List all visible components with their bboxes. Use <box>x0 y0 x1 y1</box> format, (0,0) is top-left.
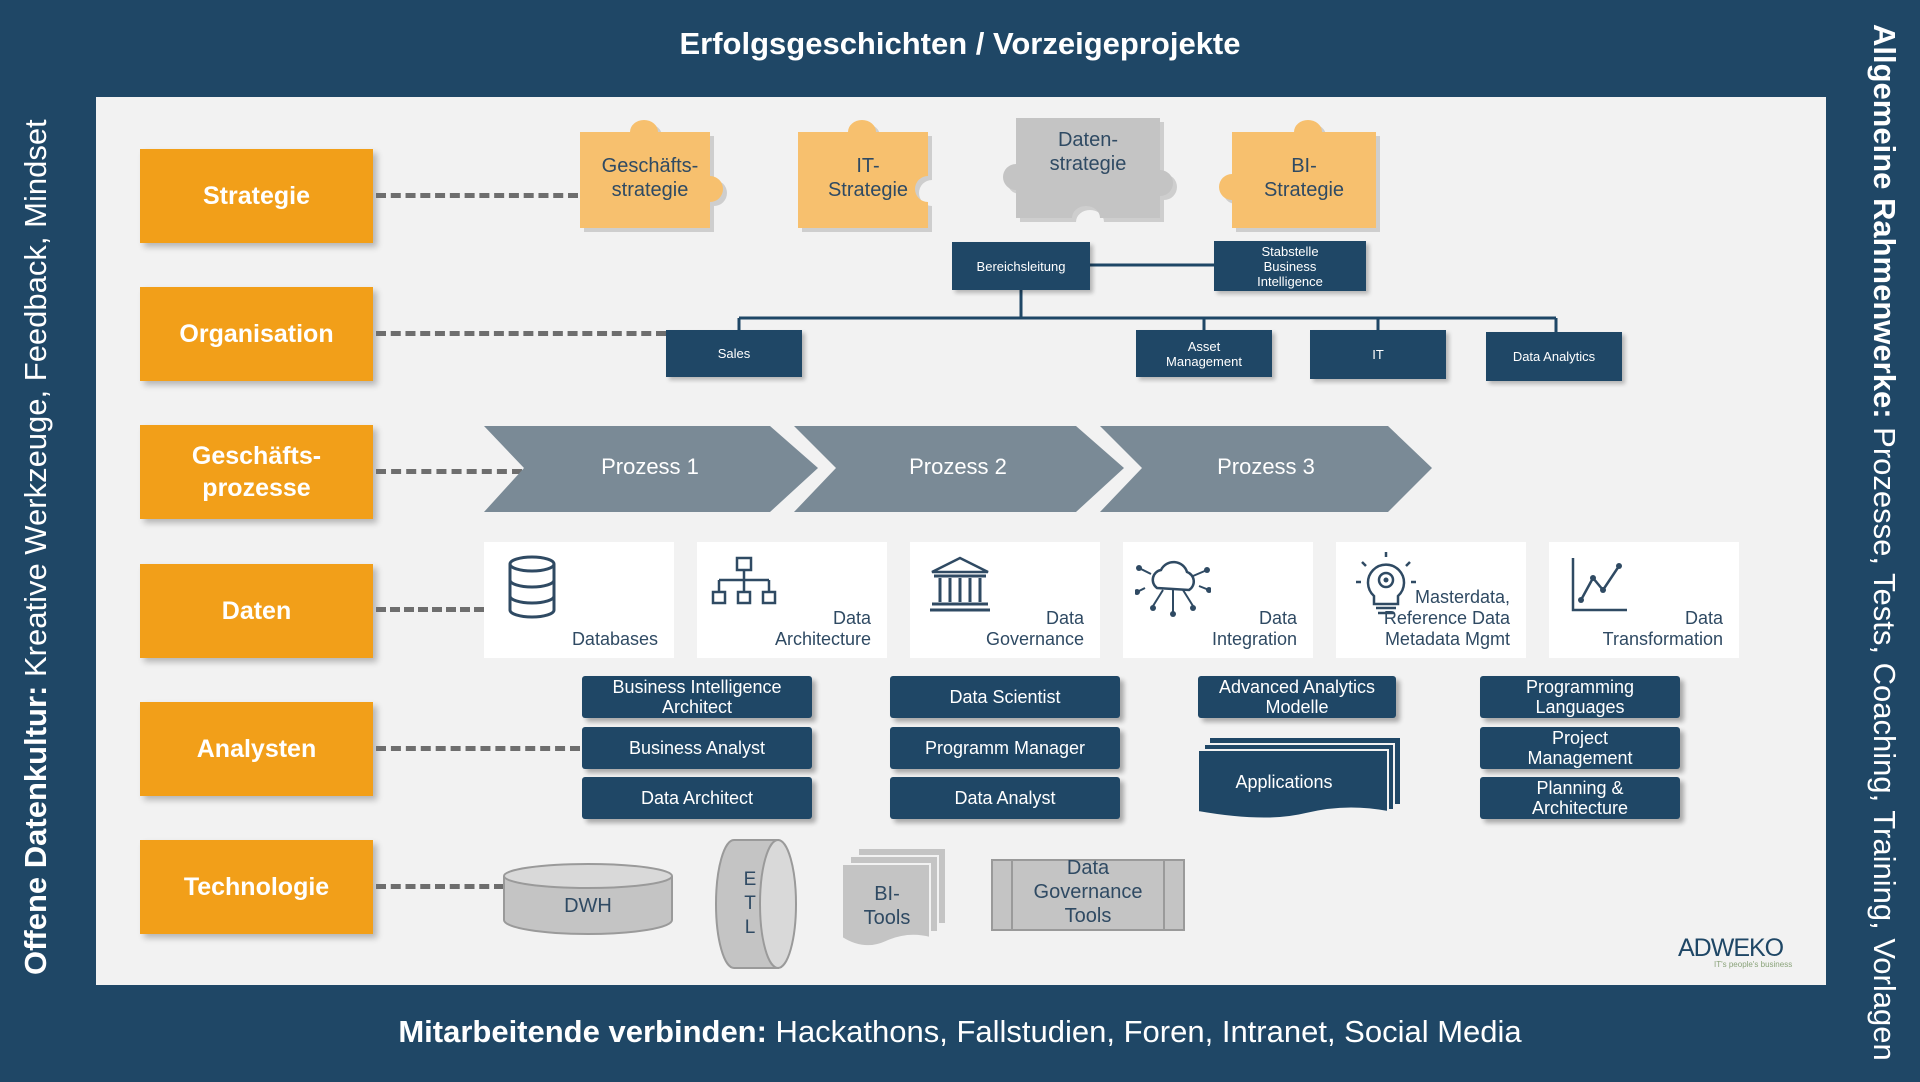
bottom-banner-rest: Hackathons, Fallstudien, Foren, Intranet… <box>766 1014 1522 1049</box>
data-card-integration: Data Integration <box>1123 542 1313 658</box>
layer-organisation: Organisation <box>140 287 373 381</box>
process-chevrons <box>484 426 1432 512</box>
puzzle-label-geschaeft: Geschäfts- strategie <box>601 155 699 201</box>
layer-strategie: Strategie <box>140 149 373 243</box>
adweko-logo-tagline: IT's people's business <box>1714 960 1793 969</box>
data-card-label: Data Architecture <box>774 608 871 649</box>
data-card-label: Data Governance <box>985 608 1084 649</box>
right-banner-rest: Prozesse, Tests, Coaching, Training, Vor… <box>1867 418 1902 1061</box>
puzzle-shape <box>580 120 723 228</box>
layer-analysten: Analysten <box>140 702 373 796</box>
chevron-prozess-3 <box>1100 426 1432 512</box>
puzzle-itstrategie <box>798 120 932 232</box>
adweko-logo: ADWEKO <box>1678 934 1784 962</box>
database-icon <box>508 555 556 619</box>
top-banner-title: Erfolgsgeschichten / Vorzeigeprojekte <box>679 26 1241 61</box>
role-data-scientist: Data Scientist <box>890 676 1120 718</box>
connector-strategie <box>376 193 578 198</box>
puzzle-label-bi: BI- Strategie <box>1263 155 1345 201</box>
role-data-analyst: Data Analyst <box>890 777 1120 819</box>
role-advanced-analytics: Advanced Analytics Modelle <box>1198 676 1396 718</box>
org-chart-lines <box>737 263 1558 332</box>
role-programming-languages: Programming Languages <box>1480 676 1680 718</box>
chevron-prozess-1 <box>484 426 818 512</box>
data-card-databases: Databases <box>484 542 674 658</box>
data-card-transformation: Data Transformation <box>1549 542 1739 658</box>
puzzle-datenstrategie <box>1003 118 1177 222</box>
role-business-analyst: Business Analyst <box>582 727 812 769</box>
layer-technologie: Technologie <box>140 840 373 934</box>
connector-technologie <box>376 884 504 889</box>
dwh-cylinder <box>503 863 673 935</box>
process-label-1: Prozess 1 <box>601 454 699 479</box>
org-unit-sales: Sales <box>666 330 802 377</box>
puzzle-geschaeftsstrategie <box>580 120 727 232</box>
applications-document-stack <box>1197 738 1400 820</box>
process-label-2: Prozess 2 <box>909 454 1007 479</box>
layer-geschaeftsprozesse: Geschäfts- prozesse <box>140 425 373 519</box>
puzzle-label-it: IT- Strategie <box>827 155 909 201</box>
connector-analysten <box>376 746 580 751</box>
layer-daten: Daten <box>140 564 373 658</box>
hierarchy-icon <box>711 556 777 605</box>
tech-label-dwh: DWH <box>564 895 612 917</box>
bottom-banner-text: Mitarbeitende verbinden: Hackathons, Fal… <box>0 1014 1920 1050</box>
data-card-masterdata: Masterdata, Reference Data Metadata Mgmt <box>1336 542 1526 658</box>
org-bereichsleitung: Bereichsleitung <box>952 242 1090 290</box>
role-data-architect: Data Architect <box>582 777 812 819</box>
governance-tools-box <box>991 859 1185 931</box>
data-card-label: Databases <box>571 629 658 649</box>
chevron-prozess-2 <box>794 426 1124 512</box>
data-card-label: Data Transformation <box>1602 608 1723 649</box>
etl-cylinder <box>715 839 797 969</box>
puzzle-label-daten: Daten- strategie <box>1049 129 1127 175</box>
connector-prozesse <box>376 469 522 474</box>
org-stabstelle-bi: Stabstelle Business Intelligence <box>1214 241 1366 291</box>
connector-daten <box>376 607 484 612</box>
org-unit-it: IT <box>1310 330 1446 379</box>
org-unit-asset-management: Asset Management <box>1136 330 1272 377</box>
tech-label-governance-tools: Data Governance Tools <box>1033 857 1143 927</box>
tech-label-bi-tools: BI- Tools <box>863 883 911 929</box>
institution-icon <box>930 556 990 612</box>
line-chart-icon <box>1571 558 1627 612</box>
bottom-banner-bold: Mitarbeitende verbinden: <box>398 1014 767 1049</box>
org-unit-data-analytics: Data Analytics <box>1486 332 1622 381</box>
cloud-network-icon <box>1135 560 1211 617</box>
data-card-architecture: Data Architecture <box>697 542 887 658</box>
data-card-label: Data Integration <box>1211 608 1297 649</box>
puzzle-bistrategie <box>1219 119 1380 232</box>
role-programm-manager: Programm Manager <box>890 727 1120 769</box>
tech-label-etl: E T L <box>743 869 757 938</box>
role-applications: Applications <box>1235 772 1333 792</box>
lightbulb-gear-icon <box>1356 552 1416 615</box>
role-planning-architecture: Planning & Architecture <box>1480 777 1680 819</box>
connector-organisation <box>376 331 666 336</box>
process-label-3: Prozess 3 <box>1217 454 1315 479</box>
role-bi-architect: Business Intelligence Architect <box>582 676 812 718</box>
bi-tools-document-stack <box>841 847 947 948</box>
data-card-governance: Data Governance <box>910 542 1100 658</box>
left-banner-bold: Offene Datenkultur: <box>18 685 53 975</box>
data-card-label: Masterdata, Reference Data Metadata Mgmt <box>1383 587 1510 649</box>
role-project-management: Project Management <box>1480 727 1680 769</box>
